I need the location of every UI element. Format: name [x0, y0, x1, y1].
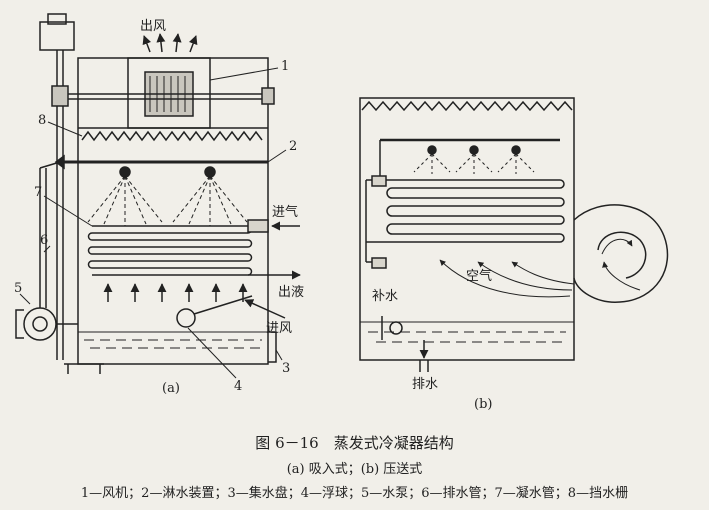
figure-a-suction-type	[15, 13, 301, 379]
drift-eliminator	[81, 130, 263, 142]
part-number-4: 4	[234, 379, 242, 394]
float-ball	[176, 308, 196, 328]
part-number-8: 8	[38, 113, 46, 128]
label-out-air: 出风	[140, 19, 166, 34]
label-out-liquid: 出液	[278, 285, 304, 300]
figure-b-forced-type	[359, 97, 669, 372]
water-pump-b	[389, 321, 403, 335]
label-in-gas: 进气	[272, 204, 298, 220]
label-in-air: 进风	[266, 321, 292, 336]
panel-label-a: (a)	[162, 381, 180, 396]
figure-caption-legend: 1—风机；2—淋水装置；3—集水盘；4—浮球；5—水泵；6—排水管；7—凝水管；…	[80, 486, 629, 501]
drift-eliminator-b	[361, 100, 573, 112]
water-pump	[23, 307, 57, 341]
condensing-coil-a	[87, 225, 253, 276]
panel-label-b: (b)	[474, 397, 492, 412]
water-basin	[268, 331, 277, 363]
part-number-1: 1	[281, 59, 289, 74]
part-number-5: 5	[14, 281, 22, 296]
part-number-3: 3	[282, 361, 290, 376]
casing-b	[359, 97, 575, 361]
part-number-2: 2	[289, 139, 297, 154]
blower-housing	[573, 204, 669, 303]
part-number-6: 6	[40, 233, 48, 248]
condensing-coil-b	[386, 179, 565, 243]
figure-caption-subtitle: (a) 吸入式；(b) 压送式	[286, 462, 423, 477]
motor-icon	[39, 21, 75, 51]
label-drain: 排水	[412, 377, 438, 392]
figure-caption-title: 图 6－16 蒸发式冷凝器结构	[255, 434, 454, 452]
label-air: 空气	[466, 268, 492, 284]
label-makeup-water: 补水	[372, 289, 398, 304]
part-number-7: 7	[34, 185, 42, 200]
evaporative-condenser-figure: 出风 进气 出液 进风 (a) 1 2 3 4 5 6 7 8	[14, 13, 669, 412]
